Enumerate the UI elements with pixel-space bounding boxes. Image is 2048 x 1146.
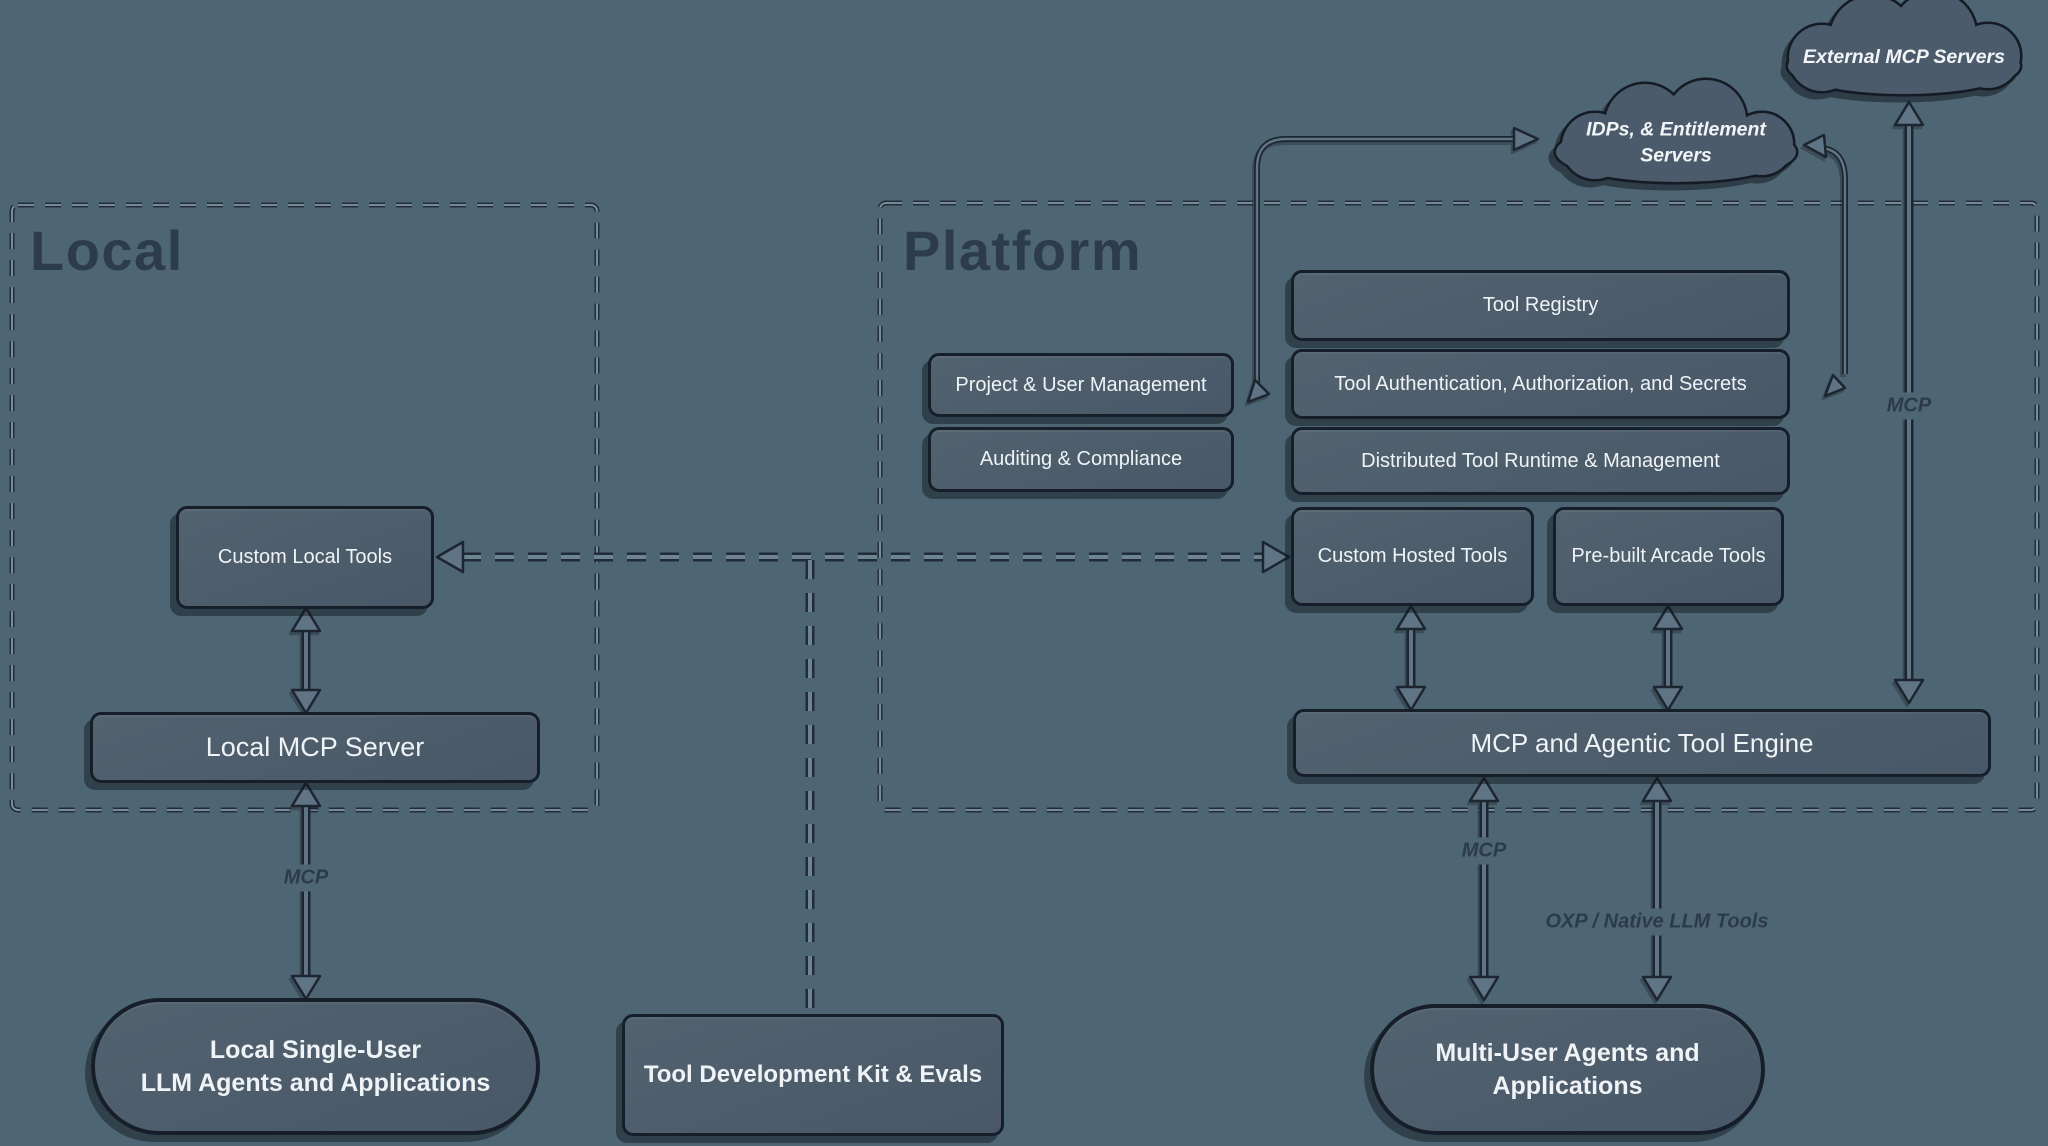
edge-label-mcp-local: MCP [275,864,337,892]
platform-region-border [877,200,2040,813]
local-mcp-server-label: Local MCP Server [205,731,425,762]
local-agents-label-line2: LLM Agents and Applications [140,1068,491,1097]
arrow-project-mgmt-idps [1246,126,1540,404]
node-tool-authentication: Tool Authentication, Authorization, and … [1291,349,1790,419]
node-tool-development-kit: Tool Development Kit & Evals [622,1014,1004,1136]
arrow-prebuilt-tools-engine [1652,604,1684,712]
custom-tools-dashed-connector [435,540,1291,1008]
multi-user-agents-label-line1: Multi-User Agents and [1435,1038,1700,1067]
arrow-hosted-tools-engine [1395,604,1427,712]
custom-hosted-tools-label: Custom Hosted Tools [1317,545,1508,568]
node-mcp-agentic-tool-engine: MCP and Agentic Tool Engine [1293,709,1991,777]
engine-label: MCP and Agentic Tool Engine [1470,727,1814,758]
local-region-title: Local [30,219,184,282]
custom-local-tools-label: Custom Local Tools [217,546,393,569]
node-local-mcp-server: Local MCP Server [90,712,540,783]
arrowhead-to-local-tools [435,540,465,574]
local-agents-label-line1: Local Single-User [209,1035,422,1064]
distributed-tool-runtime-label: Distributed Tool Runtime & Management [1361,449,1720,472]
auditing-compliance-label: Auditing & Compliance [979,448,1183,471]
edge-label-oxp-native-llm-tools: OXP / Native LLM Tools [1537,908,1777,936]
arrow-engine-agents-oxp [1641,776,1673,1002]
tool-registry-label: Tool Registry [1482,294,1599,317]
node-custom-hosted-tools: Custom Hosted Tools [1291,507,1534,606]
node-distributed-tool-runtime: Distributed Tool Runtime & Management [1291,427,1790,495]
idps-label-line2: Servers [1640,145,1712,167]
node-multi-user-agents: Multi-User Agents and Applications [1370,1004,1765,1135]
edge-label-mcp-external: MCP [1878,392,1940,420]
arrow-tool-auth-idps [1802,133,1848,398]
node-custom-local-tools: Custom Local Tools [176,506,434,609]
node-local-single-user-agents: Local Single-User LLM Agents and Applica… [91,998,540,1135]
idps-label-line1: IDPs, & Entitlement [1586,118,1766,141]
tdk-label: Tool Development Kit & Evals [643,1061,983,1089]
arrowhead-to-hosted-tools [1261,540,1291,574]
project-user-management-label: Project & User Management [955,373,1207,396]
node-project-user-management: Project & User Management [928,353,1234,417]
external-mcp-servers-cloud [1785,0,2023,97]
node-tool-registry: Tool Registry [1291,270,1790,341]
arrow-engine-agents-mcp [1468,776,1500,1002]
idps-entitlement-cloud [1553,77,1799,185]
arrow-local-tools-mcp-server [290,606,322,715]
edge-label-mcp-engine: MCP [1453,837,1515,865]
node-auditing-compliance: Auditing & Compliance [928,427,1234,492]
node-prebuilt-arcade-tools: Pre-built Arcade Tools [1553,507,1784,606]
multi-user-agents-label-line2: Applications [1492,1071,1643,1100]
tool-authentication-label: Tool Authentication, Authorization, and … [1334,372,1747,395]
external-mcp-servers-label: External MCP Servers [1803,45,2005,68]
platform-region-title: Platform [903,219,1143,282]
idps-entitlement-label: IDPs, & Entitlement Servers [1586,117,1766,170]
prebuilt-arcade-tools-label: Pre-built Arcade Tools [1571,545,1766,568]
